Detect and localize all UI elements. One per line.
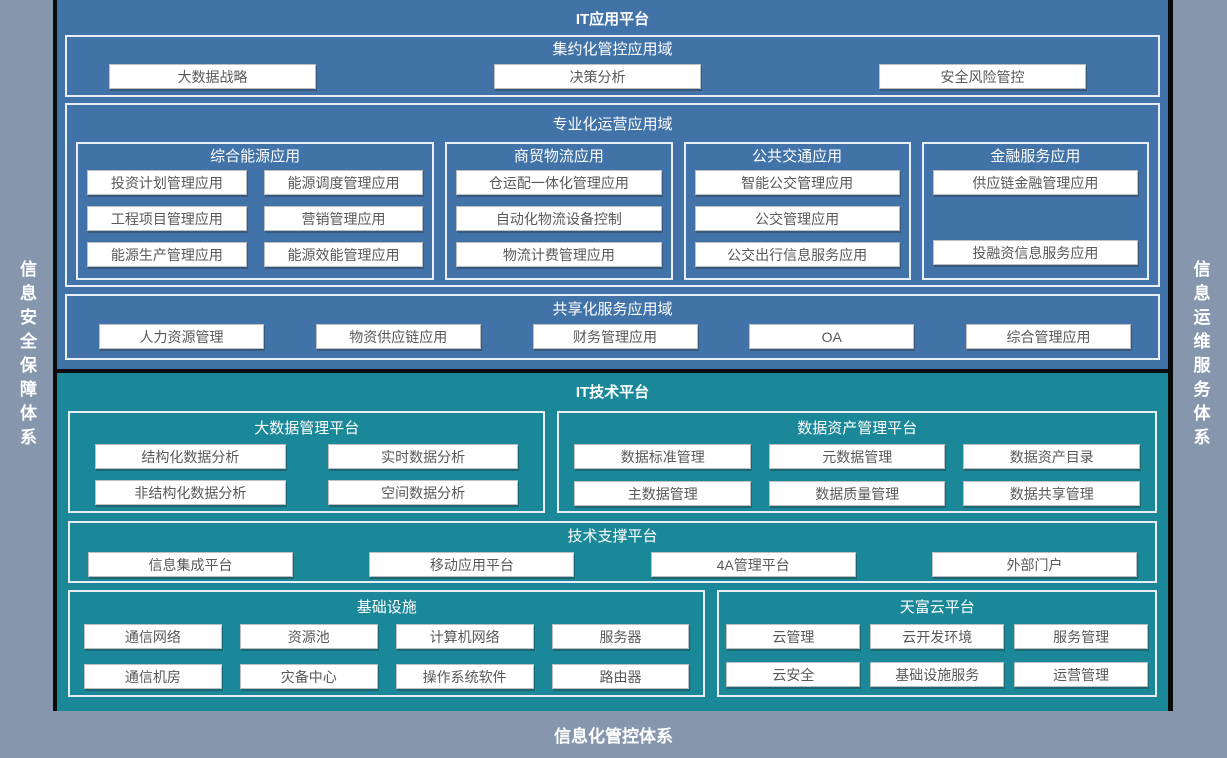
bigdata-items: 结构化数据分析 实时数据分析 非结构化数据分析 空间数据分析 [95,444,519,505]
diagram-item: 投融资信息服务应用 [932,240,1139,265]
governance-bottom-bar: 信息化管控体系 [0,711,1227,758]
diagram-item: 移动应用平台 [369,552,575,577]
diagram-item: 工程项目管理应用 [87,206,247,231]
diagram-item: 云安全 [726,662,861,687]
diagram-item: 服务器 [551,624,690,649]
diagram-item: 能源生产管理应用 [87,242,247,267]
group-items: 投资计划管理应用 能源调度管理应用 工程项目管理应用 营销管理应用 能源生产管理… [87,170,424,267]
diagram-item: 人力资源管理 [99,324,264,349]
diagram-item: 资源池 [239,624,378,649]
app-platform-title: IT应用平台 [575,11,650,28]
data-asset-management-platform: 数据资产管理平台 数据标准管理 元数据管理 数据资产目录 主数据管理 数据质量管… [557,411,1157,513]
diagram-item: 综合管理应用 [966,324,1131,349]
tech-support-platform-title: 技术支撑平台 [567,528,658,545]
diagram-item: 通信网络 [84,624,222,649]
diagram-item: 大数据战略 [109,64,316,89]
diagram-item: 元数据管理 [768,444,946,469]
group-title: 商贸物流应用 [513,148,604,165]
diagram-item: 自动化物流设备控制 [456,206,662,231]
governance-label: 信息化管控体系 [554,727,673,746]
diagram-item: 财务管理应用 [532,324,698,349]
group-items: 仓运配一体化管理应用 自动化物流设备控制 物流计费管理应用 [456,170,662,267]
diagram-item: 能源调度管理应用 [263,170,424,195]
group-trade-logistics: 商贸物流应用 仓运配一体化管理应用 自动化物流设备控制 物流计费管理应用 [445,142,673,280]
diagram-item: 数据标准管理 [574,444,751,469]
bigdata-management-platform: 大数据管理平台 结构化数据分析 实时数据分析 非结构化数据分析 空间数据分析 [68,411,546,513]
diagram-item: 结构化数据分析 [95,444,286,469]
tech-platform-section: IT技术平台 大数据管理平台 结构化数据分析 实时数据分析 非结构化数据分析 空… [57,373,1168,711]
tianfu-cloud-platform-title: 天富云平台 [899,599,975,616]
diagram-item: 运营管理 [1014,662,1148,687]
diagram-item: 基础设施服务 [870,662,1005,687]
diagram-item: 实时数据分析 [327,444,519,469]
security-assurance-label: 信息安全保障体系 [17,259,36,452]
diagram-item: 公交出行信息服务应用 [694,242,900,267]
infrastructure-items: 通信网络 资源池 计算机网络 服务器 通信机房 灾备中心 操作系统软件 路由器 [84,624,690,689]
tech-support-items: 信息集成平台 移动应用平台 4A管理平台 外部门户 [70,552,1155,577]
tianfu-cloud-platform: 天富云平台 云管理 云开发环境 服务管理 云安全 基础设施服务 运营管理 [717,590,1157,697]
tech-support-platform: 技术支撑平台 信息集成平台 移动应用平台 4A管理平台 外部门户 [68,521,1157,583]
specialized-operation-domain-title: 专业化运营应用域 [552,116,673,133]
specialized-operation-domain: 专业化运营应用域 综合能源应用 投资计划管理应用 能源调度管理应用 工程项目管理… [65,103,1160,287]
diagram-item: 数据资产目录 [963,444,1140,469]
infrastructure-title: 基础设施 [356,599,417,616]
bigdata-platform-title: 大数据管理平台 [254,420,360,437]
intensive-control-domain-title: 集约化管控应用域 [552,41,673,58]
data-asset-items: 数据标准管理 元数据管理 数据资产目录 主数据管理 数据质量管理 数据共享管理 [574,444,1140,506]
tech-platform-title: IT技术平台 [575,384,650,401]
diagram-item: 通信机房 [84,664,222,689]
diagram-item: 数据共享管理 [963,481,1140,506]
diagram-item: 物资供应链应用 [315,324,481,349]
diagram-item: 仓运配一体化管理应用 [456,170,662,195]
diagram-item: 非结构化数据分析 [95,480,286,505]
diagram-item: 数据质量管理 [768,481,946,506]
group-title: 金融服务应用 [990,148,1081,165]
diagram-item: 安全风险管控 [879,64,1086,89]
group-financial-services: 金融服务应用 供应链金融管理应用 投融资信息服务应用 [921,142,1150,280]
diagram-main-area: IT应用平台 集约化管控应用域 大数据战略 决策分析 安全风险管控 专业化运营应… [57,0,1168,711]
diagram-item: 服务管理 [1014,624,1148,649]
shared-service-items: 人力资源管理 物资供应链应用 财务管理应用 OA 综合管理应用 [67,324,1158,349]
infrastructure-box: 基础设施 通信网络 资源池 计算机网络 服务器 通信机房 灾备中心 操作系统软件… [68,590,706,697]
diagram-item: 外部门户 [931,552,1137,577]
diagram-item: 能源效能管理应用 [263,242,424,267]
operations-service-label: 信息运维服务体系 [1190,259,1210,452]
group-title: 公共交通应用 [752,148,843,165]
data-asset-platform-title: 数据资产管理平台 [797,420,918,437]
cloud-items: 云管理 云开发环境 服务管理 云安全 基础设施服务 运营管理 [726,624,1148,687]
tech-platform-row-1: 大数据管理平台 结构化数据分析 实时数据分析 非结构化数据分析 空间数据分析 数… [68,411,1157,513]
diagram-item: 4A管理平台 [650,552,856,577]
diagram-item: 智能公交管理应用 [694,170,900,195]
diagram-item: 云管理 [726,624,861,649]
diagram-item: 云开发环境 [870,624,1005,649]
diagram-item: 灾备中心 [239,664,378,689]
group-title: 综合能源应用 [210,148,301,165]
shared-service-domain-title: 共享化服务应用域 [552,301,673,318]
diagram-item: 公交管理应用 [694,206,900,231]
diagram-item: 供应链金融管理应用 [932,170,1139,195]
diagram-item: OA [749,324,915,349]
group-items: 智能公交管理应用 公交管理应用 公交出行信息服务应用 [694,170,900,267]
diagram-item: 投资计划管理应用 [87,170,247,195]
diagram-item: 主数据管理 [574,481,751,506]
specialized-operation-groups: 综合能源应用 投资计划管理应用 能源调度管理应用 工程项目管理应用 营销管理应用… [76,142,1150,280]
diagram-item: 信息集成平台 [88,552,293,577]
shared-service-domain: 共享化服务应用域 人力资源管理 物资供应链应用 财务管理应用 OA 综合管理应用 [65,294,1160,360]
security-assurance-sidebar: 信息安全保障体系 [0,0,53,711]
diagram-item: 计算机网络 [395,624,534,649]
diagram-item: 营销管理应用 [263,206,424,231]
operations-service-sidebar: 信息运维服务体系 [1173,0,1227,711]
diagram-item: 物流计费管理应用 [456,242,662,267]
tech-platform-row-3: 基础设施 通信网络 资源池 计算机网络 服务器 通信机房 灾备中心 操作系统软件… [68,590,1157,697]
group-integrated-energy: 综合能源应用 投资计划管理应用 能源调度管理应用 工程项目管理应用 营销管理应用… [76,142,435,280]
app-platform-section: IT应用平台 集约化管控应用域 大数据战略 决策分析 安全风险管控 专业化运营应… [57,0,1168,369]
group-items: 供应链金融管理应用 投融资信息服务应用 [932,170,1139,278]
diagram-item: 路由器 [551,664,690,689]
group-public-transport: 公共交通应用 智能公交管理应用 公交管理应用 公交出行信息服务应用 [683,142,911,280]
intensive-control-domain: 集约化管控应用域 大数据战略 决策分析 安全风险管控 [65,35,1160,97]
diagram-item: 决策分析 [494,64,701,89]
diagram-item: 空间数据分析 [327,480,519,505]
intensive-control-items: 大数据战略 决策分析 安全风险管控 [67,64,1158,89]
diagram-item: 操作系统软件 [395,664,534,689]
